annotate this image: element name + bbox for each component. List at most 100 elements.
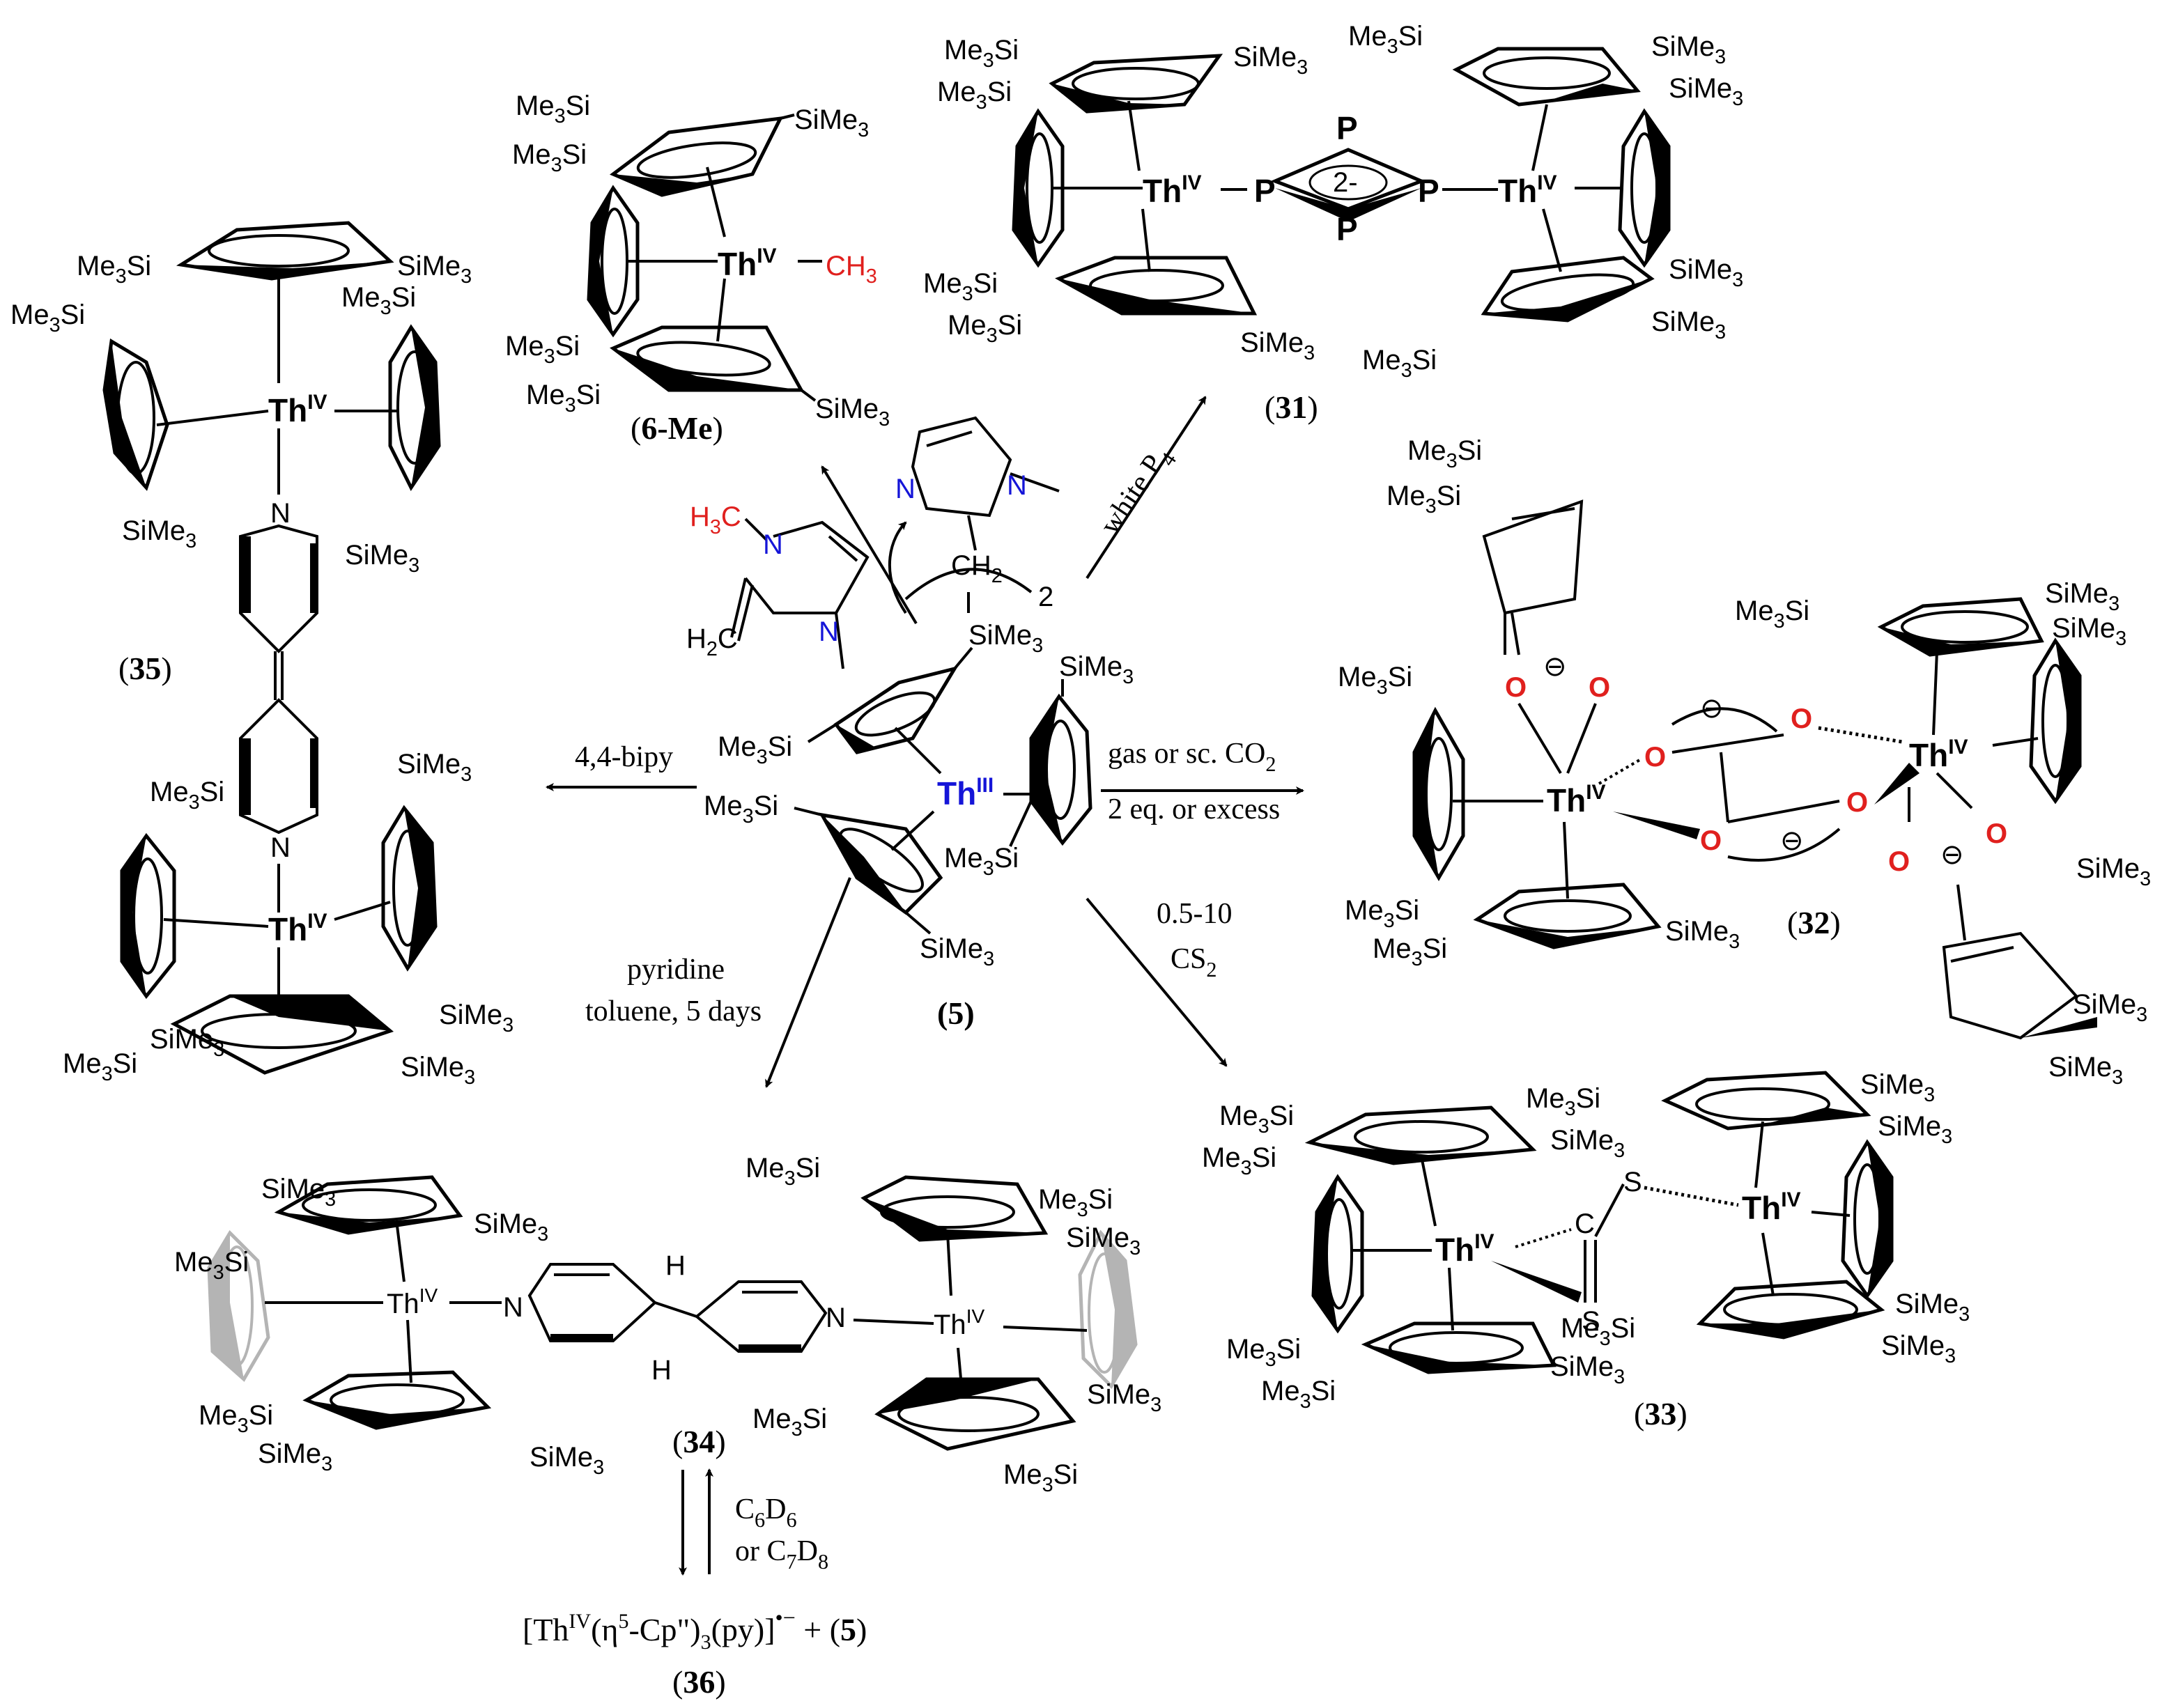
substituent: SiMe3: [2048, 1052, 2123, 1089]
cp-ring: [388, 324, 441, 491]
charge: 2-: [1333, 167, 1358, 198]
substituent: Me3Si: [10, 300, 85, 336]
cp-ring: [274, 1175, 463, 1235]
oxygen-atom: O: [1846, 787, 1868, 818]
substituent: Me3Si: [923, 268, 998, 305]
substituent: SiMe3: [397, 251, 472, 288]
phosphorus-atom: P: [1418, 173, 1439, 209]
substituent: SiMe3: [261, 1174, 336, 1211]
compound-label: (36): [672, 1664, 726, 1700]
compound-label: (34): [672, 1424, 726, 1459]
substituent: Me3Si: [937, 77, 1012, 114]
substituent: Me3Si: [944, 35, 1019, 72]
condition-cs2-a: 0.5-10: [1157, 898, 1233, 930]
cp-ring: [2029, 637, 2082, 805]
substituent: SiMe3: [1059, 651, 1134, 688]
substituent: Me3Si: [512, 139, 587, 176]
cp-ring: [1304, 1105, 1537, 1165]
condition-bipy: 4,4-bipy: [575, 741, 673, 773]
cp-ring: [1452, 47, 1641, 107]
substituent: SiMe3: [401, 1052, 475, 1089]
carbon-atom: C: [1575, 1209, 1595, 1239]
cp-ring: [1361, 1321, 1557, 1374]
cp-ring: [170, 994, 394, 1075]
substituent: Me3Si: [948, 310, 1022, 347]
compound-label: (32): [1787, 905, 1841, 940]
substituent: SiMe3: [1669, 73, 1743, 110]
sulfur-atom: S: [1582, 1306, 1600, 1337]
substituent: Me3Si: [199, 1400, 273, 1437]
substituent: SiMe3: [1066, 1222, 1141, 1259]
compound-5: ThIII SiMe3 SiMe3 Me3Si Me3Si Me3Si SiMe…: [704, 620, 1134, 1031]
cp-ring-faded: [207, 1229, 270, 1382]
condition-py-b: toluene, 5 days: [585, 995, 762, 1027]
compound-32: Me3Si Me3Si O O ⊖ ThIV Me3Si Me3Si Me3Si…: [1338, 435, 2151, 1089]
substituent: SiMe3: [815, 394, 890, 430]
condition-cs2-b: CS2: [1171, 943, 1217, 981]
substituent: Me3Si: [1219, 1101, 1294, 1138]
cp-ring: [302, 1370, 492, 1430]
metal-thorium: ThIV: [268, 910, 327, 947]
substituent: Me3Si: [1038, 1184, 1113, 1221]
substituent: SiMe3: [1860, 1069, 1935, 1106]
substituent: Me3Si: [341, 282, 416, 319]
condition-p4: white P4: [1094, 440, 1181, 544]
nitrogen-atom: N: [503, 1292, 523, 1323]
cp-ring: [860, 1175, 1049, 1242]
substituent: SiMe3: [2073, 989, 2147, 1026]
compound-33: ThIV C S S ThIV Me3Si M: [1202, 1069, 1970, 1431]
compound-label: (33): [1634, 1396, 1687, 1431]
charge: ⊖: [1780, 825, 1804, 856]
substituent: Me3Si: [1407, 435, 1482, 472]
substituent: SiMe3: [1651, 31, 1726, 68]
hydrogen-atom: H: [665, 1250, 686, 1281]
charge: ⊖: [1543, 651, 1567, 682]
nitrogen-atom: N: [895, 474, 916, 504]
compound-label: (5): [937, 995, 975, 1031]
cp-ring: [1877, 597, 2044, 657]
imidazolyl-ligand: N N CH2 2: [888, 416, 1060, 614]
substituent: SiMe3: [1550, 1125, 1625, 1162]
cp-ring: [1661, 1071, 1871, 1131]
multiplier: 2: [1038, 582, 1053, 612]
compound-label: (6-Me): [631, 410, 723, 446]
substituent: Me3Si: [150, 777, 224, 814]
charge: ⊖: [1700, 693, 1724, 724]
substituent: SiMe3: [1895, 1289, 1970, 1326]
substituent: SiMe3: [2076, 853, 2151, 890]
nitrogen-atom: N: [1007, 470, 1027, 501]
substituent: SiMe3: [150, 1024, 224, 1061]
radical-anion-formula: [ThIV(η5-Cp")3(py)]•− + (5): [523, 1605, 867, 1654]
substituent: Me3Si: [752, 1404, 827, 1441]
substituent: SiMe3: [1233, 42, 1308, 79]
substituent: SiMe3: [1240, 327, 1315, 364]
substituent: Me3Si: [1003, 1459, 1078, 1496]
compound-34: ThIV N H H N ThIV: [174, 1153, 1161, 1496]
metal-thorium: ThIV: [718, 244, 777, 282]
substituent: SiMe3: [122, 515, 196, 552]
metal-thorium: ThIII: [937, 774, 994, 812]
substituent: Me3Si: [1226, 1334, 1301, 1371]
substituent: SiMe3: [1669, 254, 1743, 291]
substituent: Me3Si: [1373, 933, 1447, 970]
metal-thorium: ThIV: [1547, 781, 1606, 818]
condition-co2-b: 2 eq. or excess: [1108, 793, 1280, 825]
nitrogen-atom: N: [763, 529, 783, 560]
cp-ring: [1841, 1139, 1894, 1299]
cp-ring: [1618, 108, 1671, 268]
compound-36: [ThIV(η5-Cp")3(py)]•− + (5) (36): [523, 1605, 867, 1700]
cp-ring: [1049, 54, 1223, 114]
compound-6-me: ThIV CH3 Me3Si Me3Si SiMe3 Me3Si Me3Si S…: [505, 91, 890, 446]
methyl-group: H3C: [690, 502, 741, 538]
cp-ring-faded: [1078, 1229, 1138, 1390]
metal-thorium: ThIV: [1909, 736, 1968, 773]
charge: ⊖: [1940, 839, 1964, 870]
substituent: Me3Si: [746, 1153, 820, 1190]
substituent: Me3Si: [526, 380, 601, 417]
metal-thorium: ThIV: [934, 1305, 984, 1340]
phosphorus-atom: P: [1254, 173, 1276, 209]
cp-ring: [120, 832, 176, 1000]
compound-31: ThIV P P P P 2- ThIV: [923, 21, 1743, 425]
cp-ring: [1055, 256, 1258, 316]
